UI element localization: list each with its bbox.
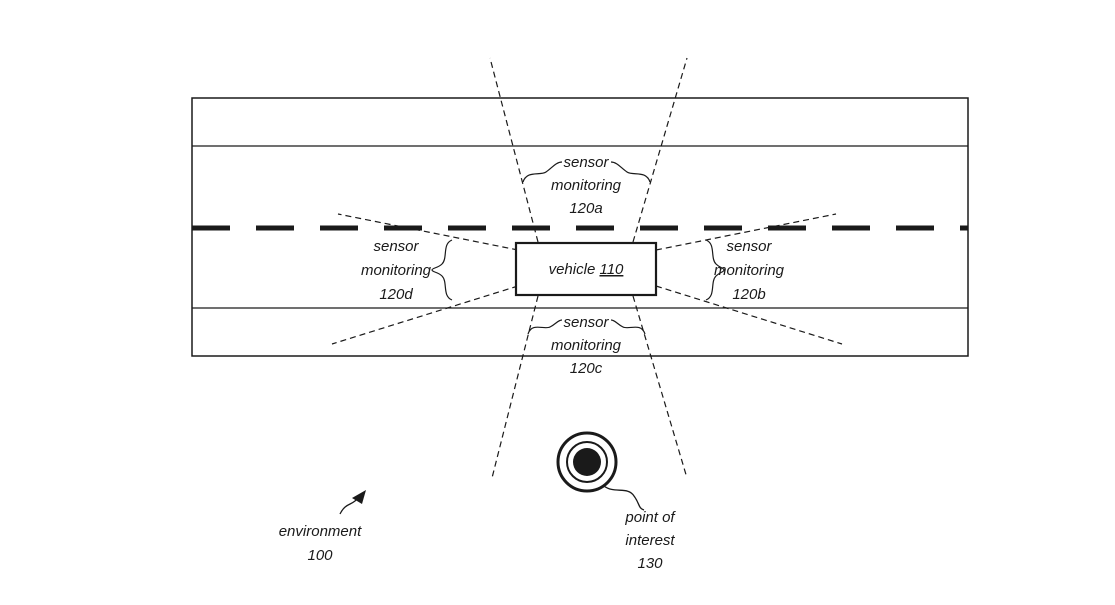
sensor-120a-bracket-right	[610, 161, 651, 183]
sensor-120b-line2: monitoring	[714, 262, 785, 279]
sensor-120d-bracket	[431, 239, 453, 301]
sensor-120b-bracket	[705, 239, 725, 301]
point-of-interest-line2: interest	[625, 532, 675, 549]
sensor-120c-line2: monitoring	[551, 337, 622, 354]
environment-arrow	[339, 497, 359, 515]
sensor-120c-bracket-right	[610, 319, 646, 335]
point-of-interest-ref: 130	[637, 555, 663, 572]
point-of-interest-leader	[603, 485, 645, 511]
point-of-interest-dot	[573, 448, 601, 476]
sensor-fov-line-top-left	[489, 57, 539, 243]
sensor-120c-bracket-left	[527, 319, 563, 335]
sensor-fov-line-bottom-right	[632, 295, 688, 479]
point-of-interest-line1: point of	[624, 509, 676, 526]
environment-ref: 100	[307, 547, 333, 564]
sensor-fov-line-left-lower	[331, 285, 519, 345]
vehicle-ref: 110	[599, 261, 624, 278]
sensor-120b-line1: sensor	[726, 238, 772, 255]
vehicle-label: vehicle 110	[549, 261, 624, 278]
sensor-120d-ref: 120d	[379, 286, 413, 303]
sensor-120d-line1: sensor	[373, 238, 419, 255]
sensor-120a-line1: sensor	[563, 154, 609, 171]
sensor-fov-line-left-upper	[337, 213, 519, 251]
sensor-120c-line1: sensor	[563, 314, 609, 331]
sensor-120a-bracket	[522, 161, 563, 183]
vehicle-box	[514, 241, 658, 297]
sensor-120b-ref: 120b	[732, 286, 765, 303]
sensor-fov-line-right-upper	[655, 213, 837, 251]
environment-arrowhead-icon	[352, 490, 366, 504]
sensor-120c-ref: 120c	[570, 360, 603, 377]
sensor-120a-ref: 120a	[569, 200, 602, 217]
sensor-fov-line-right-lower	[655, 285, 843, 345]
environment-label: environment	[279, 523, 362, 540]
sensor-fov-line-top-right	[632, 57, 688, 243]
sensor-fov-line-bottom-left	[491, 295, 539, 479]
vehicle-label-text: vehicle	[549, 261, 596, 278]
sensor-120d-line2: monitoring	[361, 262, 432, 279]
sensor-120a-line2: monitoring	[551, 177, 622, 194]
